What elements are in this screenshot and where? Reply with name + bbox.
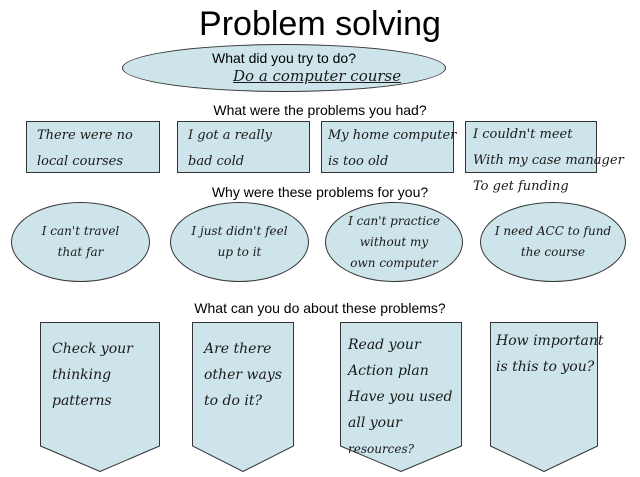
- problem-box-2: I got a really bad cold: [177, 121, 310, 173]
- action-1-line-1: Check your: [52, 341, 133, 357]
- problem-3-line-1: My home computer: [328, 128, 457, 143]
- why-4-line-1: I need ACC to fund: [494, 224, 612, 238]
- problem-4-text: I couldn't meet With my case manager To …: [473, 122, 624, 200]
- actions-question: What can you do about these problems?: [194, 300, 446, 316]
- why-ellipse-1: I can't travel that far: [11, 202, 150, 282]
- problem-1-line-2: local courses: [37, 154, 124, 169]
- why-2-line-2: up to it: [217, 245, 262, 259]
- action-3-line-1: Read your: [348, 337, 421, 353]
- why-ellipse-4: I need ACC to fund the course: [480, 202, 626, 282]
- goal-ellipse: What did you try to do? Do a computer co…: [122, 44, 446, 92]
- pentagon-shape-3: [340, 322, 462, 472]
- problem-3-line-2: is too old: [328, 154, 389, 169]
- problem-box-4: [465, 121, 597, 173]
- action-3-line-5: resources?: [348, 442, 415, 456]
- why-1-line-2: that far: [57, 245, 104, 259]
- action-shape-3: Read your Action plan Have you used all …: [340, 322, 462, 472]
- action-1-line-2: thinking: [52, 367, 112, 383]
- action-shape-4: How important is this to you?: [490, 322, 604, 472]
- why-1-line-1: I can't travel: [41, 224, 120, 238]
- why-3-line-2: without my: [359, 234, 429, 249]
- why-4-line-2: the course: [520, 245, 586, 259]
- problem-4-line-1: I couldn't meet: [473, 127, 573, 142]
- problem-2-line-2: bad cold: [188, 154, 245, 169]
- action-4-line-2: is this to you?: [496, 359, 595, 375]
- action-2-line-1: Are there: [204, 341, 272, 357]
- action-3-line-3: Have you used: [348, 389, 453, 405]
- action-3-line-4: all your: [348, 415, 402, 431]
- goal-answer: Do a computer course: [233, 67, 402, 85]
- page-title: Problem solving: [199, 5, 441, 43]
- why-ellipse-2: I just didn't feel up to it: [170, 202, 309, 282]
- problem-4-line-2: With my case manager: [473, 153, 624, 168]
- action-4-line-1: How important: [496, 333, 604, 349]
- problems-question: What were the problems you had?: [213, 102, 427, 118]
- action-3-line-2: Action plan: [348, 363, 429, 379]
- why-question: Why were these problems for you?: [211, 184, 429, 200]
- problem-box-3: My home computer is too old: [321, 121, 457, 173]
- action-shape-2: Are there other ways to do it?: [192, 322, 294, 472]
- why-3-line-1: I can't practice: [348, 213, 440, 228]
- action-1-line-3: patterns: [52, 393, 112, 409]
- problem-1-line-1: There were no: [37, 128, 133, 143]
- pentagon-shape-1: [40, 322, 160, 472]
- action-2-line-3: to do it?: [204, 393, 262, 409]
- problem-2-line-1: I got a really: [188, 128, 272, 143]
- why-2-line-1: I just didn't feel: [191, 224, 288, 238]
- action-shape-1: Check your thinking patterns: [40, 322, 160, 472]
- goal-question: What did you try to do?: [212, 50, 356, 66]
- problem-box-1: There were no local courses: [26, 121, 160, 173]
- why-ellipse-3: I can't practice without my own computer: [325, 202, 463, 282]
- pentagon-shape-4: [490, 322, 598, 472]
- problem-4-line-3: To get funding: [473, 179, 569, 194]
- action-2-line-2: other ways: [204, 367, 282, 383]
- pentagon-shape-2: [192, 322, 294, 472]
- why-3-line-3: own computer: [350, 255, 438, 270]
